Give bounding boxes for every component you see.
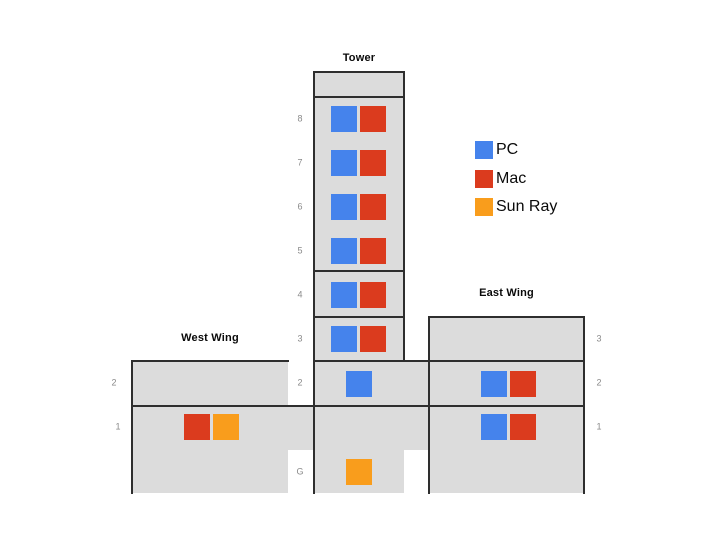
machine-square-mac	[359, 150, 386, 176]
floor-label-tower-4: 4	[297, 289, 303, 300]
floor3-2-line	[313, 360, 585, 362]
west-wing-body	[132, 361, 288, 493]
tower-roof-bottom-line	[313, 96, 405, 98]
tower-floor5-4-line	[313, 270, 405, 272]
east-wing-top-line	[428, 316, 585, 318]
legend-label-mac: Mac	[496, 170, 527, 187]
machine-square-pc	[480, 371, 507, 397]
floor-label-east-3: 3	[596, 333, 602, 344]
east-wing-left-edge	[428, 316, 430, 494]
tower-body	[314, 97, 404, 493]
machine-square-mac	[359, 238, 386, 264]
machine-square-pc	[330, 326, 357, 352]
east-wing-right-edge	[583, 316, 585, 494]
machine-square-pc	[330, 194, 357, 220]
machine-square-mac	[509, 414, 536, 440]
tower-floor4-3-line	[313, 316, 405, 318]
floor-label-east-2: 2	[596, 377, 602, 388]
floor2-1-line	[131, 405, 585, 407]
west-wing-title: West Wing	[181, 332, 239, 344]
tower-roof	[314, 72, 404, 97]
machine-square-pc	[330, 150, 357, 176]
machine-square-pc	[330, 282, 357, 308]
legend-label-sunray: Sun Ray	[496, 198, 558, 215]
machine-square-mac	[359, 282, 386, 308]
legend-row-sunray: Sun Ray	[475, 198, 557, 216]
legend-row-pc: PC	[475, 141, 518, 159]
floor-label-west-1: 1	[115, 421, 121, 432]
machine-square-pc	[480, 414, 507, 440]
floor-label-tower-6: 6	[297, 201, 303, 212]
machine-square-sunray	[212, 414, 239, 440]
floor-label-tower-7: 7	[297, 157, 303, 168]
floor-label-east-1: 1	[596, 421, 602, 432]
legend-row-mac: Mac	[475, 170, 526, 188]
floor-label-tower-3: 3	[297, 333, 303, 344]
machine-square-pc	[346, 371, 372, 397]
floor-label-tower-g: G	[296, 466, 304, 477]
east-wing-title: East Wing	[479, 287, 534, 299]
machine-square-mac	[183, 414, 210, 440]
sunray-swatch-icon	[475, 198, 493, 216]
floor-label-tower-8: 8	[297, 113, 303, 124]
machine-square-pc	[330, 106, 357, 132]
legend-label-pc: PC	[496, 141, 519, 158]
west-wing-top-line	[131, 360, 289, 362]
machine-square-mac	[359, 106, 386, 132]
machine-square-sunray	[346, 459, 372, 485]
floor-label-tower-2: 2	[297, 377, 303, 388]
machine-square-mac	[359, 326, 386, 352]
floor-label-west-2: 2	[111, 377, 117, 388]
tower-title: Tower	[342, 52, 376, 64]
mac-swatch-icon	[475, 170, 493, 188]
machine-square-mac	[509, 371, 536, 397]
tower-left-edge	[313, 71, 315, 494]
pc-swatch-icon	[475, 141, 493, 159]
machine-square-pc	[330, 238, 357, 264]
machine-square-mac	[359, 194, 386, 220]
tower-roof-top-line	[313, 71, 405, 73]
west-wing-left-edge	[131, 360, 133, 494]
floor1-connector-west	[288, 406, 314, 450]
tower-right-edge	[403, 71, 405, 362]
floor-label-tower-5: 5	[297, 245, 303, 256]
